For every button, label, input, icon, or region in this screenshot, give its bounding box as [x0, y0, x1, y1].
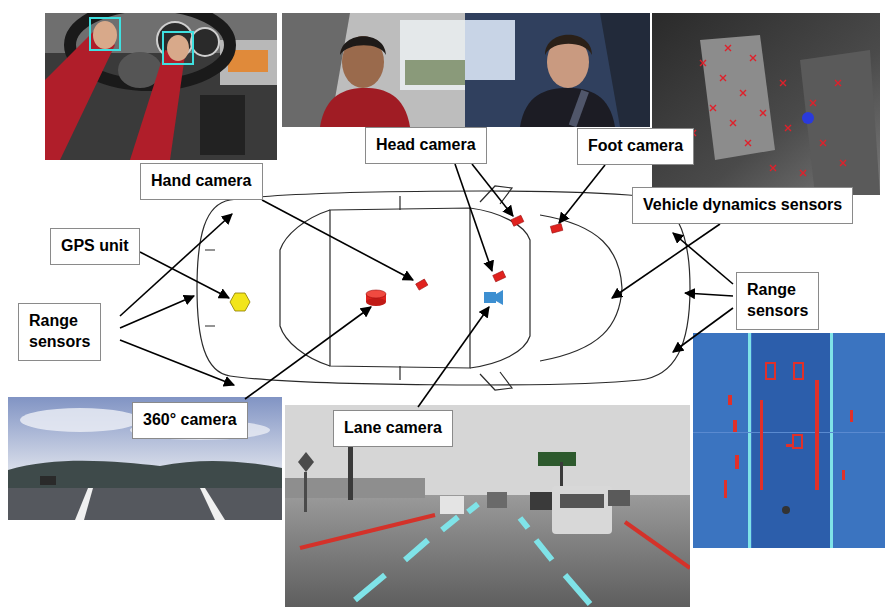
- callout-label: Vehicle dynamics sensors: [643, 195, 842, 216]
- callout-label: GPS unit: [61, 236, 129, 257]
- callout-box: Foot camera: [577, 128, 694, 165]
- hand-photo: [45, 13, 277, 160]
- callout-label: Head camera: [376, 135, 476, 156]
- callout-box: Head camera: [365, 127, 487, 164]
- foot-photo: [652, 13, 880, 195]
- callout-box: Range sensors: [18, 303, 101, 361]
- callout-label: Hand camera: [151, 171, 252, 192]
- callout-box: Range sensors: [736, 272, 819, 330]
- car-outline: [197, 186, 690, 390]
- callout-label: Range sensors: [29, 311, 90, 353]
- callout-box: Lane camera: [333, 410, 453, 447]
- lane-photo: [285, 405, 690, 607]
- callout-box: 360° camera: [132, 402, 248, 439]
- callout-box: Hand camera: [140, 163, 263, 200]
- panorama-photo: [8, 397, 282, 520]
- callout-label: Range sensors: [747, 280, 808, 322]
- callout-label: 360° camera: [143, 410, 237, 431]
- callout-box: Vehicle dynamics sensors: [632, 187, 853, 224]
- head-photo-right: [465, 13, 650, 127]
- head-photo-left: [282, 13, 465, 127]
- callout-label: Foot camera: [588, 136, 683, 157]
- callout-box: GPS unit: [50, 228, 140, 265]
- sensor-icons: [230, 215, 563, 311]
- range-view: [693, 333, 885, 548]
- callout-label: Lane camera: [344, 418, 442, 439]
